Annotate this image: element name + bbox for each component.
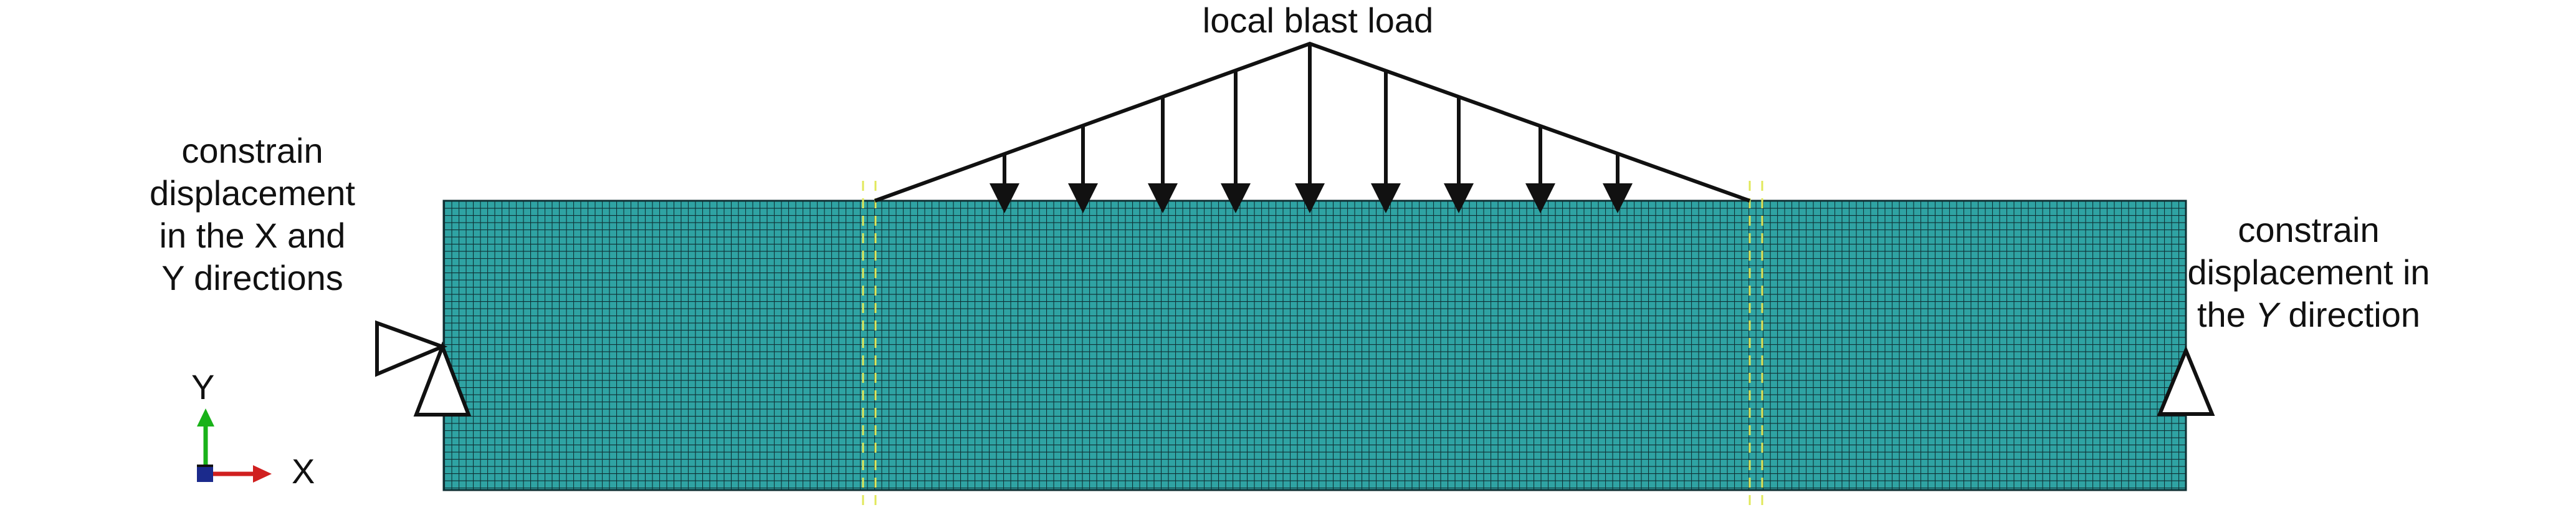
axis-y-arrowhead xyxy=(197,408,214,426)
axis-x-label: X xyxy=(292,451,315,491)
axis-x-arrowhead xyxy=(253,465,272,483)
axis-y-label: Y xyxy=(191,367,215,407)
pin-support-vertical xyxy=(413,341,472,417)
pin-support-horizontal xyxy=(375,320,448,377)
right-caption-line-2: displacement in xyxy=(2187,253,2430,292)
load-title: local blast load xyxy=(1202,1,1434,40)
blast-load xyxy=(874,41,1751,213)
right-caption-line-1: constrain xyxy=(2238,210,2380,249)
left-caption-line-1: constrain xyxy=(181,131,323,170)
right-caption-prefix: the xyxy=(2197,295,2256,334)
right-support-caption: constrain displacement in the Y directio… xyxy=(2168,209,2449,336)
coordinate-triad-icon xyxy=(197,408,272,483)
right-caption-italic: Y xyxy=(2255,295,2279,334)
roller-support-icon xyxy=(2157,345,2215,416)
roller-support-triangle xyxy=(2157,345,2215,416)
mesh-beam xyxy=(442,200,2187,491)
pin-support-icon xyxy=(375,320,472,417)
mesh-overlay xyxy=(444,201,2186,490)
left-caption-line-2: displacement xyxy=(150,173,355,213)
axis-z-marker xyxy=(197,466,213,482)
left-caption-line-3: in the X and xyxy=(159,216,346,255)
left-support-caption: constrain displacement in the X and Y di… xyxy=(106,130,399,299)
load-zone-markers xyxy=(862,181,1763,508)
right-caption-line-3: the Y direction xyxy=(2168,294,2449,336)
right-caption-suffix: direction xyxy=(2278,295,2420,334)
left-caption-line-4: Y directions xyxy=(161,258,343,297)
